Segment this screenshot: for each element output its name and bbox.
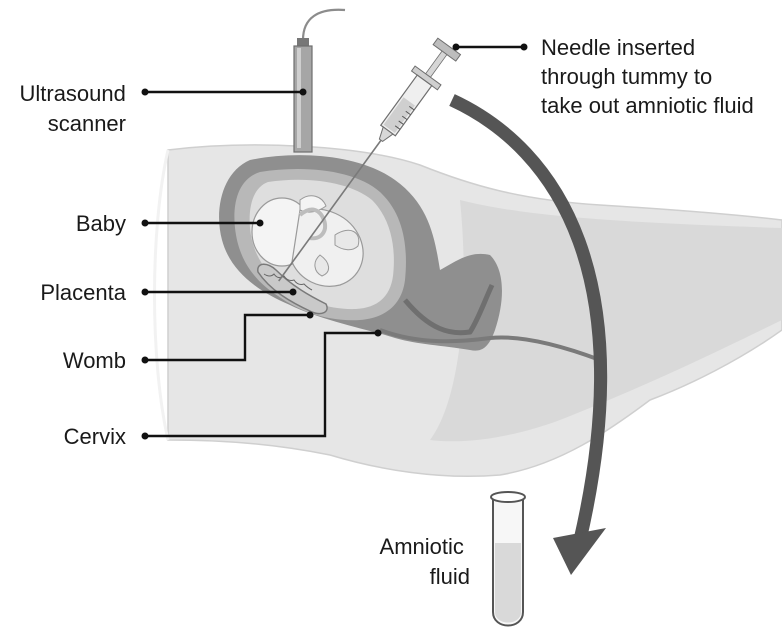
leader-dot [300,89,307,96]
leader-dot [257,220,264,227]
label-fluid-line-2: fluid [430,564,470,589]
tube-rim [491,492,525,502]
probe-cable [303,10,345,40]
leader-dot [290,289,297,296]
leader-dot [375,330,382,337]
label-needle-line-1: Needle inserted [541,35,695,60]
label-ultrasound: Ultrasound scanner [19,81,132,136]
arrow-head [553,528,606,575]
syringe-plunger-rod [424,51,446,79]
ultrasound-probe-icon [294,10,345,152]
leader-dot [307,312,314,319]
leader-dot [142,357,149,364]
label-needle-line-2: through tummy to [541,64,712,89]
label-ultrasound-line-2: scanner [48,111,126,136]
label-cervix: Cervix [64,424,126,449]
abdomen-fold [155,150,169,440]
leader-dot [142,220,149,227]
label-needle: Needle inserted through tummy to take ou… [541,35,754,118]
probe-highlight [297,48,301,148]
probe-body [294,46,312,152]
label-needle-line-3: take out amniotic fluid [541,93,754,118]
leader-dot [142,89,149,96]
label-ultrasound-line-1: Ultrasound [19,81,125,106]
label-baby: Baby [76,211,126,236]
tube-fluid [495,543,521,623]
leader-dot [142,433,149,440]
label-fluid: Amniotic fluid [380,534,470,589]
label-placenta: Placenta [40,280,126,305]
test-tube-icon [491,492,525,626]
leader-dot [453,44,460,51]
label-fluid-line-1: Amniotic [380,534,464,559]
leader-dot [142,289,149,296]
leader-dot [521,44,528,51]
label-womb: Womb [63,348,126,373]
